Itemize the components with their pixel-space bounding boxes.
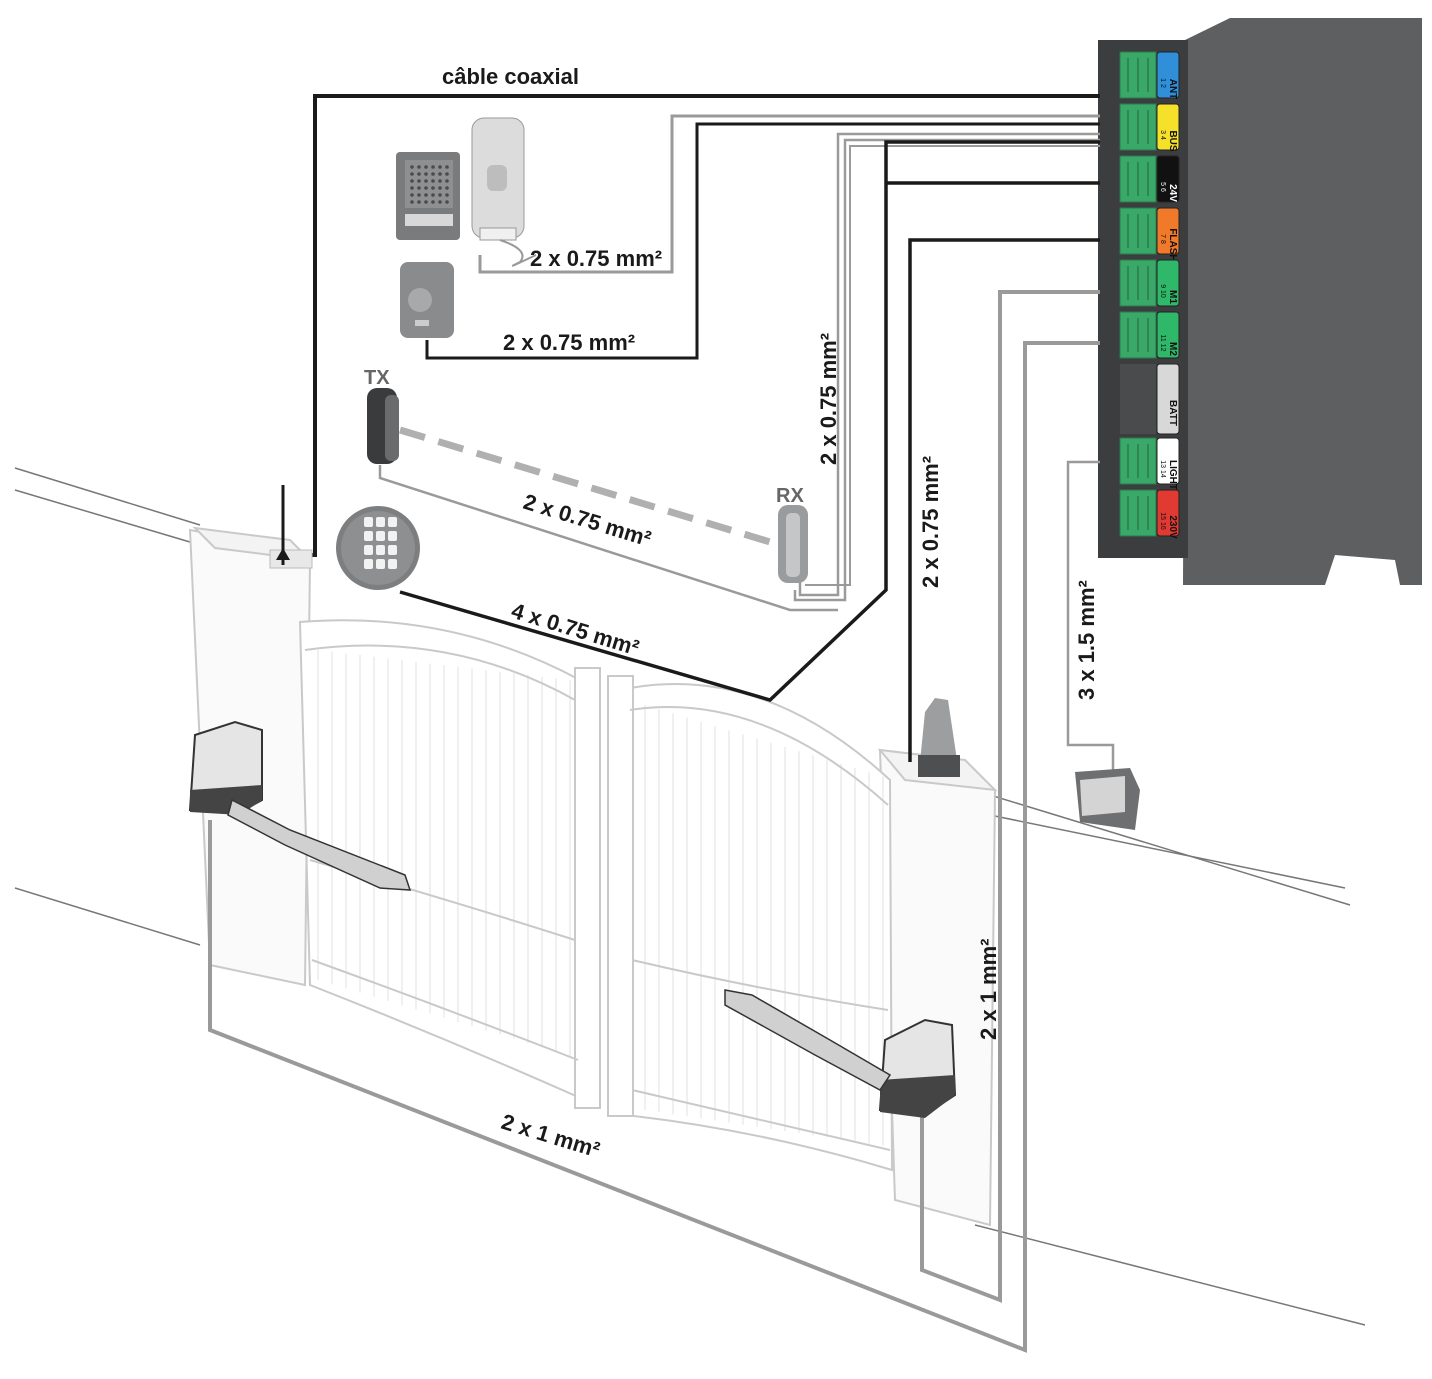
wire-flash [908,238,1100,762]
gate-rails [304,644,891,1151]
terminal-numbers: 15 16 [1159,512,1166,530]
label-light-cable: 3 x 1.5 mm² [1074,580,1099,700]
label-motor-right-cable: 2 x 1 mm² [976,939,1001,1041]
terminal-label: LIGHT [1167,460,1178,490]
label-intercom-handset: 2 x 0.75 mm² [530,246,662,271]
motor-left-icon [188,720,412,891]
antenna-icon [269,485,313,569]
label-flash-cable: 2 x 0.75 mm² [918,456,943,588]
wire-m2 [208,341,1100,1353]
flash-light-icon [918,698,960,777]
intercom-handset-icon [471,117,537,267]
terminal-numbers: 1 2 [1159,78,1166,88]
terminal-m1: M19 10 [1119,259,1180,307]
photocell-rx-icon [778,505,808,583]
terminal-numbers: 5 6 [1159,182,1166,192]
wire-keypad [399,140,1100,702]
terminal-label: M2 [1167,342,1178,356]
ground-lines [14,467,1366,1326]
light-fixture-icon [1075,768,1140,830]
terminal-label: FLASH [1167,228,1178,261]
motor-right-icon [724,989,957,1118]
terminal-numbers: 13 14 [1159,460,1166,478]
terminal-label: BATT [1167,400,1178,426]
wire-intercom-handset [478,114,1100,274]
wire-rx [798,132,1100,597]
digital-keypad-icon [336,506,420,590]
terminal-label: BUS [1167,130,1178,151]
terminal-label: M1 [1167,290,1178,304]
terminal-batt: BATT [1120,363,1180,435]
terminal-label: 230V [1167,515,1178,539]
terminal-numbers: 11 12 [1159,335,1166,352]
label-tx: TX [364,367,390,389]
gate-slats [317,650,884,1146]
wire-light [1066,460,1115,780]
wire-m1 [920,290,1100,1303]
terminal-label: ANT [1167,79,1178,100]
label-rx-cable: 2 x 0.75 mm² [816,333,841,465]
terminal-label: 24V [1167,184,1178,202]
label-coax: câble coaxial [442,64,579,89]
wire-tx [378,465,838,612]
intercom-panel-icon [396,152,460,240]
wire-intercom-panel [425,122,1100,360]
terminal-numbers: 9 10 [1159,284,1166,298]
tx-rx-beam [398,426,782,549]
terminal-numbers: 3 4 [1159,130,1166,140]
label-rx: RX [776,485,804,507]
label-intercom-panel: 2 x 0.75 mm² [503,330,635,355]
label-motor-left-cable: 2 x 1 mm² [499,1109,603,1163]
photocell-tx-icon [367,388,399,464]
terminal-numbers: 7 8 [1159,234,1166,244]
key-switch-icon [400,262,454,338]
